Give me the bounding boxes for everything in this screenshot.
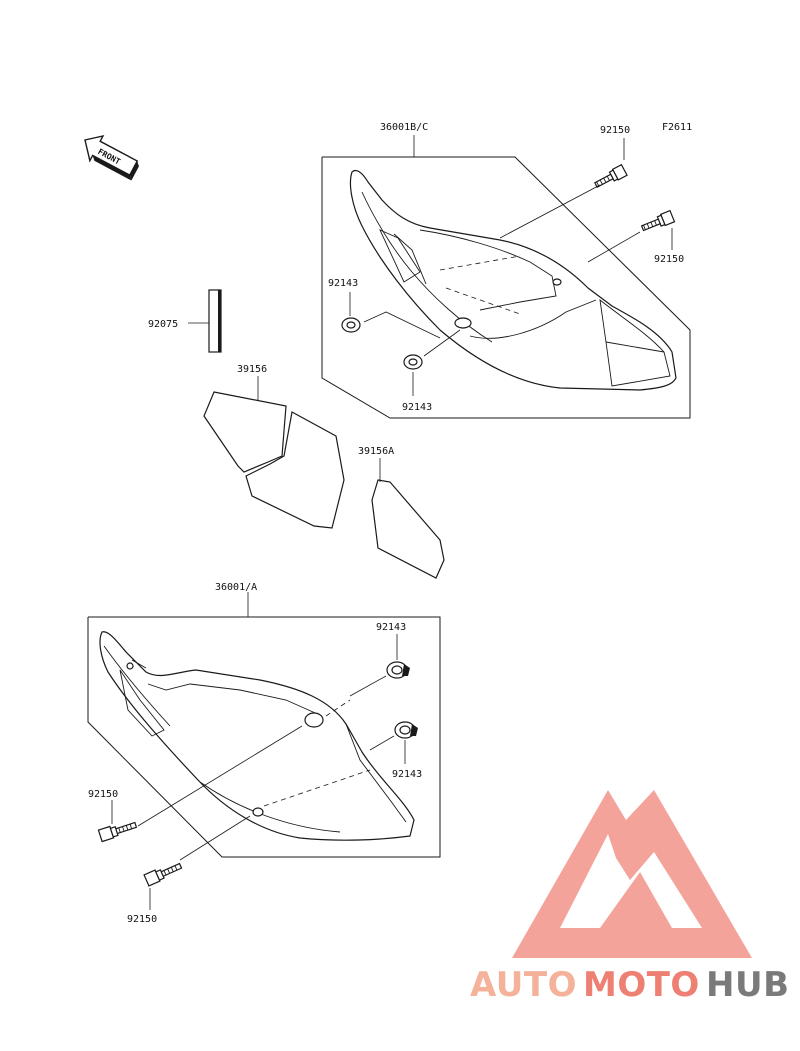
decal-right xyxy=(371,479,445,579)
brand-part-moto: MOTO xyxy=(583,965,700,1005)
figure-code: F2611 xyxy=(662,122,692,133)
pad-group: 92075 xyxy=(148,289,222,353)
decal-left xyxy=(203,391,287,473)
label-bolt-upper-2: 92150 xyxy=(654,254,684,265)
grommet-upper-2-icon xyxy=(403,354,423,370)
bolt-upper-2-icon xyxy=(640,209,676,232)
lower-side-cover xyxy=(99,631,415,841)
grommet-lower-2-icon xyxy=(394,721,418,739)
label-grommet-upper-2: 92143 xyxy=(402,402,432,413)
bolt-upper-1-icon xyxy=(593,163,628,188)
upper-mount-hole xyxy=(454,317,472,329)
grommet-upper-1-icon xyxy=(341,317,361,333)
watermark-logo xyxy=(512,790,752,958)
bolt-lower-1-icon xyxy=(97,821,138,843)
label-bolt-lower-1: 92150 xyxy=(88,789,118,800)
lower-mount-hole-2 xyxy=(252,807,264,817)
lower-mount-hole-1 xyxy=(304,712,324,728)
label-grommet-lower-1: 92143 xyxy=(376,622,406,633)
label-decal-right: 39156A xyxy=(358,446,394,457)
bolt-lower-2-icon xyxy=(143,862,183,887)
label-grommet-upper-1: 92143 xyxy=(328,278,358,289)
brand-logo-icon xyxy=(512,790,752,958)
label-upper-cover: 36001B/C xyxy=(380,122,428,133)
label-decal-left: 39156 xyxy=(237,364,267,375)
label-pad: 92075 xyxy=(148,319,178,330)
decal-left-group: 39156 xyxy=(203,364,345,529)
watermark-text: AUTO MOTO HUB xyxy=(470,965,789,1005)
decal-right-group: 39156A xyxy=(358,446,445,579)
label-grommet-lower-2: 92143 xyxy=(392,769,422,780)
grommet-lower-1-icon xyxy=(386,661,410,679)
brand-part-hub: HUB xyxy=(706,965,789,1005)
upper-side-cover xyxy=(349,169,677,391)
lower-cover-group: 36001/A 92143 92143 xyxy=(87,582,441,925)
upper-cover-group: 36001B/C 92150 921 xyxy=(321,122,691,419)
label-lower-cover: 36001/A xyxy=(215,582,257,593)
upper-group-frame xyxy=(321,156,691,419)
lower-group-frame xyxy=(87,616,441,858)
brand-part-auto: AUTO xyxy=(470,965,577,1005)
label-bolt-lower-2: 92150 xyxy=(127,914,157,925)
label-bolt-upper-1: 92150 xyxy=(600,125,630,136)
front-arrow-icon: FRONT xyxy=(84,134,139,181)
